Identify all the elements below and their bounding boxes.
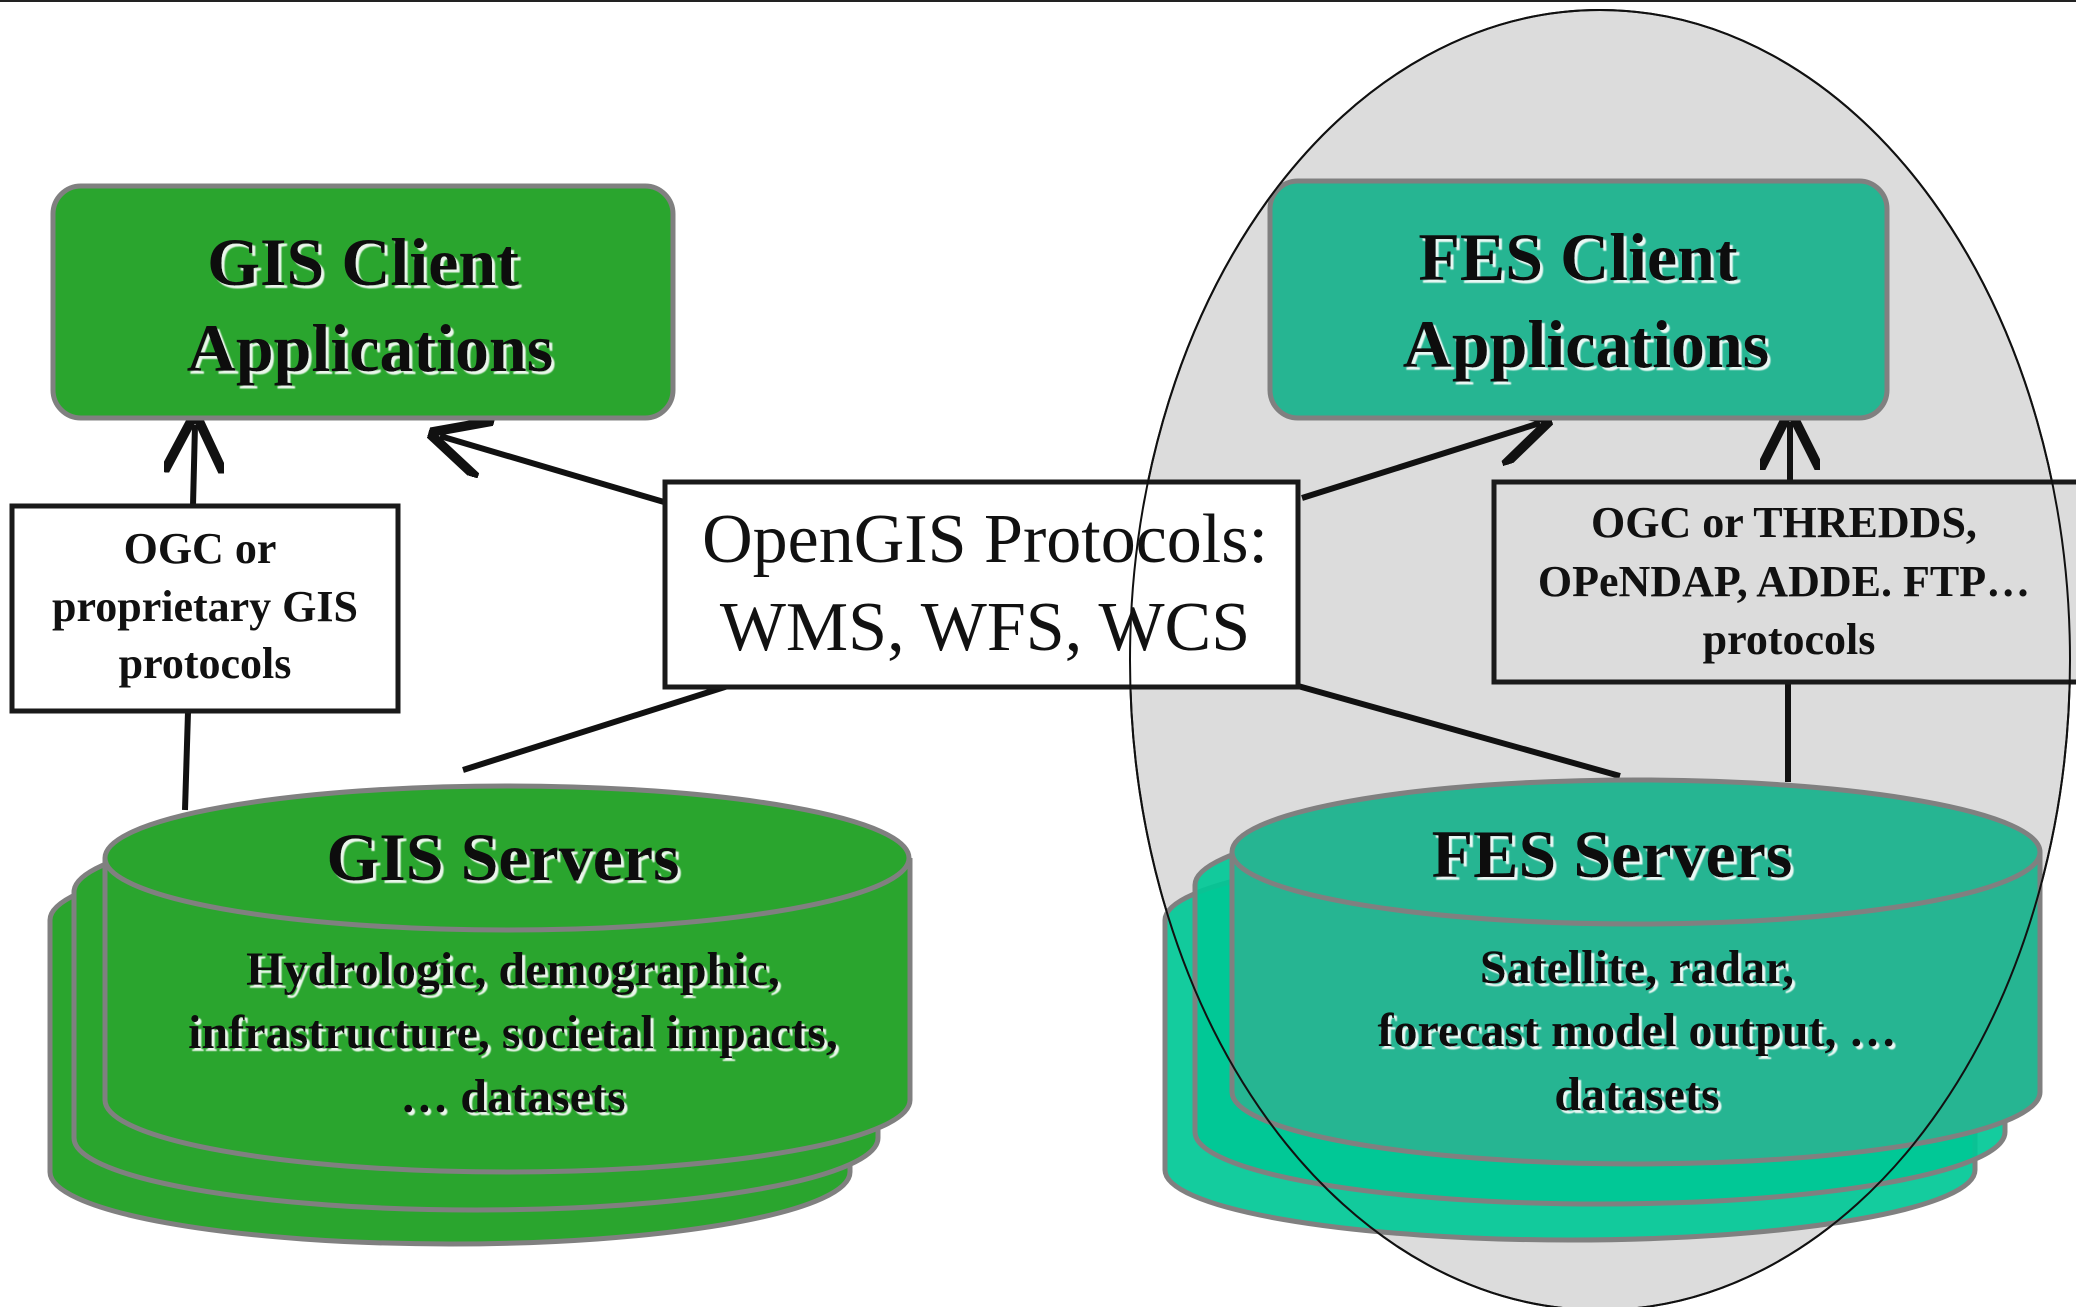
fes-server-disk-top <box>1229 777 2043 927</box>
opengis-protocols-box: OpenGIS Protocols: WMS, WFS, WCS <box>662 479 1301 690</box>
gis-client-title-line1: GIS Client <box>207 224 519 300</box>
gis-servers-desc-line1: Hydrologic, demographic, <box>246 943 780 996</box>
gis-protocol-line1: OGC or <box>124 524 277 573</box>
opengis-to-fes-server-line <box>1297 683 1621 779</box>
fes-client-box: FES Client Applications <box>1267 178 1890 421</box>
fes-client-title-line2: Applications <box>1403 306 1770 382</box>
fes-servers-desc-line2: forecast model output, … <box>1377 1004 1896 1057</box>
gis-servers-title: GIS Servers <box>326 819 679 895</box>
fes-region-oval-outline <box>1129 9 2071 1307</box>
gis-servers-desc-line2: infrastructure, societal impacts, <box>188 1006 838 1059</box>
gis-server-disk-front <box>102 858 913 1175</box>
gis-protocol-box: OGC or proprietary GIS protocols <box>9 503 401 714</box>
fes-servers-stack: FES Servers Satellite, radar, forecast m… <box>1162 777 2043 1243</box>
gis-client-title-line2: Applications <box>187 310 554 386</box>
fes-protocol-line1: OGC or THREDDS, <box>1591 498 1977 547</box>
fes-client-title-line1: FES Client <box>1418 219 1738 295</box>
opengis-line1: OpenGIS Protocols: <box>702 501 1268 578</box>
fes-server-disk-front <box>1229 852 2043 1167</box>
gis-servers-desc-line3: … datasets <box>400 1070 625 1123</box>
opengis-line2: WMS, WFS, WCS <box>720 589 1250 666</box>
gis-protocol-to-client-arrow <box>193 425 195 506</box>
fes-servers-desc-line1: Satellite, radar, <box>1480 941 1794 994</box>
fes-protocol-line2: OPeNDAP, ADDE. FTP… <box>1538 557 2030 606</box>
fes-servers-desc-line3: datasets <box>1554 1068 1719 1121</box>
opengis-to-gis-client-arrow <box>440 436 665 505</box>
fes-protocol-box: OGC or THREDDS, OPeNDAP, ADDE. FTP… prot… <box>1491 479 2076 685</box>
gis-server-disk-top <box>102 783 912 933</box>
gis-server-to-protocol-line <box>182 711 191 811</box>
gis-server-to-opengis-line <box>462 683 729 773</box>
gis-protocol-line3: protocols <box>119 639 292 688</box>
gis-protocol-line2: proprietary GIS <box>52 582 358 631</box>
fes-servers-title: FES Servers <box>1432 816 1793 892</box>
gis-client-box: GIS Client Applications <box>50 183 676 421</box>
gis-servers-stack: GIS Servers Hydrologic, demographic, inf… <box>47 783 913 1247</box>
opengis-to-fes-client-arrow <box>1301 423 1540 501</box>
fes-protocol-line3: protocols <box>1703 615 1876 664</box>
